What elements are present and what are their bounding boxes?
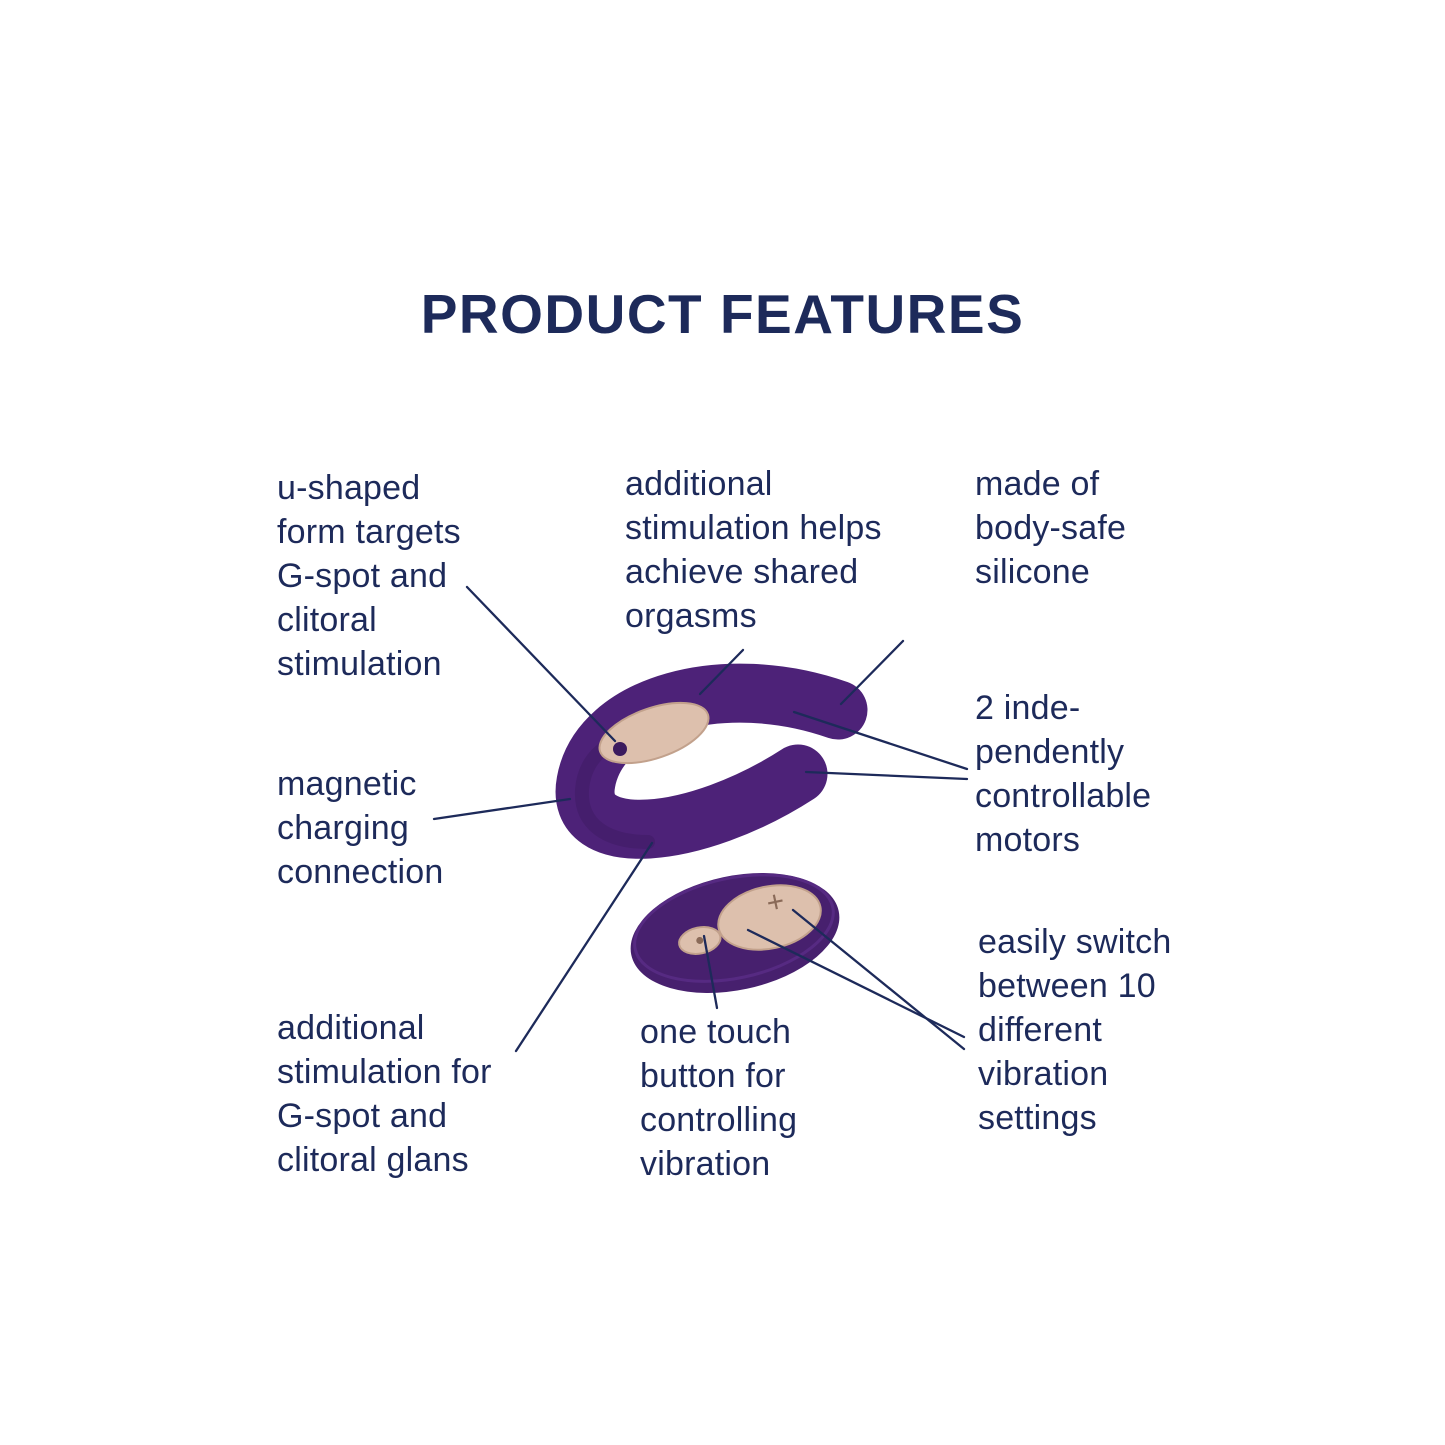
callout-lines — [432, 585, 969, 1053]
remote-body-rim — [633, 873, 835, 983]
feature-label-additional-stimulation: additional stimulation for G-spot and cl… — [277, 1009, 492, 1179]
device-illustration: + — [555, 663, 868, 993]
callout-line-settings-right — [791, 908, 966, 1051]
feature-label-shared-orgasms: additional stimulation helps achieve sha… — [625, 465, 882, 635]
callout-line-magnetic — [432, 797, 572, 821]
feature-label-one-touch-button: one touch button for controlling vibrati… — [640, 1013, 798, 1183]
feature-label-controllable-motors: 2 inde- pendently controllable motors — [975, 689, 1152, 859]
feature-label-u-shaped-form: u-shaped form targets G-spot and clitora… — [277, 469, 461, 683]
feature-label-magnetic-charging: magnetic charging connection — [277, 765, 444, 891]
feature-label-vibration-settings: easily switch between 10 different vibra… — [978, 923, 1172, 1137]
callout-line-additional-stim — [514, 841, 654, 1053]
callout-line-u-shaped — [465, 585, 617, 743]
callout-line-motors-upper — [792, 710, 969, 771]
remote-power-dot — [696, 936, 704, 944]
page-title: PRODUCT FEATURES — [420, 283, 1025, 345]
power-button-dot — [613, 742, 627, 756]
remote-plus-button — [717, 884, 822, 951]
callout-line-settings-left — [746, 928, 966, 1039]
callout-line-body-safe — [839, 639, 905, 706]
callout-line-shared-orgasms — [698, 648, 745, 696]
callout-line-one-touch — [702, 934, 719, 1010]
feature-label-body-safe-silicone: made of body-safe silicone — [975, 465, 1127, 591]
callout-line-motors-lower — [804, 770, 969, 781]
remote-control: + — [630, 873, 840, 993]
